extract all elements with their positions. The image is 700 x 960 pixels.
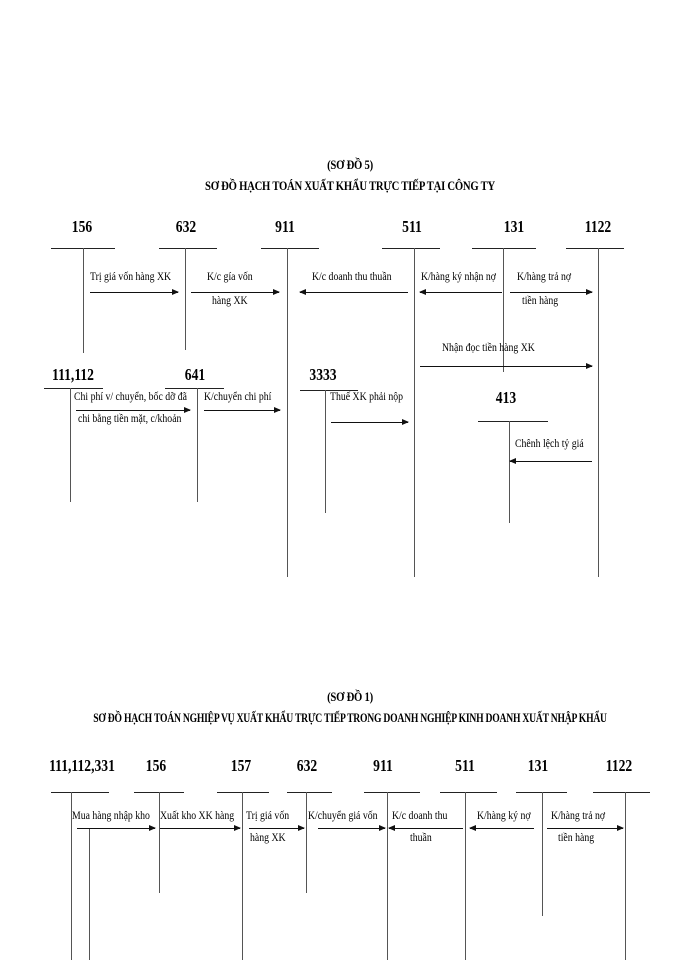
t-account-511-top	[440, 792, 497, 793]
entry-kc-gia-von-line2: hàng XK	[212, 295, 248, 307]
arrow-right-icon	[331, 419, 409, 425]
secondary-stem	[89, 828, 90, 960]
entry-khang-tra-no-line2: tiền hàng	[558, 832, 595, 844]
arrow-left-icon	[299, 289, 408, 295]
arrow-left-icon	[469, 825, 534, 831]
t-account-111-112-stem	[70, 388, 71, 502]
t-account-157-stem	[242, 792, 243, 960]
t-account-911-stem	[287, 248, 288, 577]
t-account-156-stem	[83, 248, 84, 353]
account-413: 413	[495, 388, 517, 407]
entry-kc-doanh-thu-line2: thuần	[410, 832, 432, 844]
entry-chi-phi-line2: chi bằng tiền mặt, c/khoản	[78, 413, 182, 425]
account-641: 641	[184, 365, 206, 384]
account-511: 511	[455, 756, 475, 775]
entry-chenh-lech-ty-gia: Chênh lệch tỷ giá	[515, 438, 584, 450]
t-account-911-top	[261, 248, 319, 249]
entry-xuat-kho: Xuất kho XK hàng	[160, 810, 235, 822]
t-account-111-112-331-stem	[71, 792, 72, 960]
t-account-413-stem	[509, 421, 510, 523]
entry-khang-tra-no-line1: K/hàng trả nợ	[551, 810, 606, 822]
t-account-131-top	[516, 792, 567, 793]
t-account-641-stem	[197, 388, 198, 502]
account-632: 632	[175, 217, 197, 236]
arrow-right-icon	[76, 407, 191, 413]
entry-kc-gia-von-line1: K/c gía vốn	[207, 271, 253, 283]
account-157: 157	[230, 756, 252, 775]
entry-khang-ky-nhan-no: K/hàng ký nhận nợ	[421, 271, 496, 283]
arrow-right-icon	[160, 825, 241, 831]
diagram-1-number: (SƠ ĐỒ 1)	[327, 689, 373, 704]
t-account-1122-stem	[598, 248, 599, 577]
entry-mua-hang: Mua hàng nhập kho	[72, 810, 150, 822]
t-account-632-top	[287, 792, 332, 793]
t-account-3333-top	[300, 390, 358, 391]
account-1122: 1122	[605, 756, 633, 775]
account-131: 131	[503, 217, 525, 236]
entry-khang-tra-no-line2: tiền hàng	[522, 295, 559, 307]
t-account-641-top	[165, 388, 224, 389]
diagram-1-title: SƠ ĐỒ HẠCH TOÁN NGHIỆP VỤ XUẤT KHẨU TRỰC…	[93, 710, 607, 725]
t-account-156-stem	[159, 792, 160, 893]
t-account-1122-top	[566, 248, 624, 249]
account-111-112-331: 111,112,331	[49, 756, 115, 775]
t-account-632-top	[159, 248, 217, 249]
account-911: 911	[373, 756, 393, 775]
entry-khang-tra-no-line1: K/hàng trả nợ	[517, 271, 572, 283]
t-account-1122-top	[593, 792, 650, 793]
t-account-131-stem	[503, 248, 504, 372]
account-156: 156	[145, 756, 167, 775]
entry-khang-ky-no: K/hàng ký nợ	[477, 810, 531, 822]
entry-tri-gia-von-line1: Trị giá vốn	[246, 810, 290, 822]
entry-tri-gia-von: Trị giá vốn hàng XK	[90, 271, 172, 283]
entry-kchuyen-chi-phi: K/chuyển chi phí	[204, 391, 272, 403]
t-account-157-top	[217, 792, 269, 793]
entry-thue-xk: Thuế XK phải nộp	[330, 391, 404, 403]
account-111-112: 111,112	[52, 365, 94, 384]
entry-kc-doanh-thu: K/c doanh thu thuần	[312, 271, 392, 283]
arrow-right-icon	[204, 407, 281, 413]
entry-kchuyen-gia-von: K/chuyển giá vốn	[308, 810, 378, 822]
diagram-5-number: (SƠ ĐỒ 5)	[327, 157, 373, 172]
t-account-632-stem	[306, 792, 307, 893]
entry-nhan-duoc-tien: Nhận đọc tiền hàng XK	[442, 342, 535, 354]
arrow-right-icon	[191, 289, 280, 295]
arrow-right-icon	[510, 289, 593, 295]
t-account-131-stem	[542, 792, 543, 916]
arrow-left-icon	[419, 289, 502, 295]
arrow-right-icon	[90, 289, 179, 295]
arrow-right-icon	[249, 825, 305, 831]
t-account-911-stem	[387, 792, 388, 960]
account-131: 131	[527, 756, 549, 775]
t-account-632-stem	[185, 248, 186, 350]
t-account-131-top	[472, 248, 536, 249]
account-1122: 1122	[584, 217, 612, 236]
account-911: 911	[275, 217, 295, 236]
t-account-111-112-331-top	[51, 792, 109, 793]
entry-kc-doanh-thu-line1: K/c doanh thu	[392, 810, 448, 822]
account-511: 511	[402, 217, 422, 236]
arrow-right-icon	[547, 825, 624, 831]
t-account-911-top	[364, 792, 420, 793]
account-3333: 3333	[309, 365, 337, 384]
t-account-3333-stem	[325, 390, 326, 513]
arrow-right-icon	[77, 825, 156, 831]
account-632: 632	[296, 756, 318, 775]
t-account-511-top	[382, 248, 440, 249]
t-account-413-top	[478, 421, 548, 422]
entry-chi-phi-line1: Chi phí v/ chuyển, bốc dỡ đã	[74, 391, 187, 403]
t-account-511-stem	[465, 792, 466, 960]
account-156: 156	[71, 217, 93, 236]
t-account-511-stem	[414, 248, 415, 577]
entry-tri-gia-von-line2: hàng XK	[250, 832, 286, 844]
t-account-111-112-top	[44, 388, 103, 389]
arrow-right-icon	[318, 825, 386, 831]
arrow-right-icon	[420, 363, 593, 369]
t-account-1122-stem	[625, 792, 626, 960]
arrow-left-icon	[388, 825, 463, 831]
arrow-left-icon	[509, 458, 592, 464]
diagram-5-title: SƠ ĐỒ HẠCH TOÁN XUẤT KHẨU TRỰC TIẾP TẠI …	[205, 178, 495, 193]
